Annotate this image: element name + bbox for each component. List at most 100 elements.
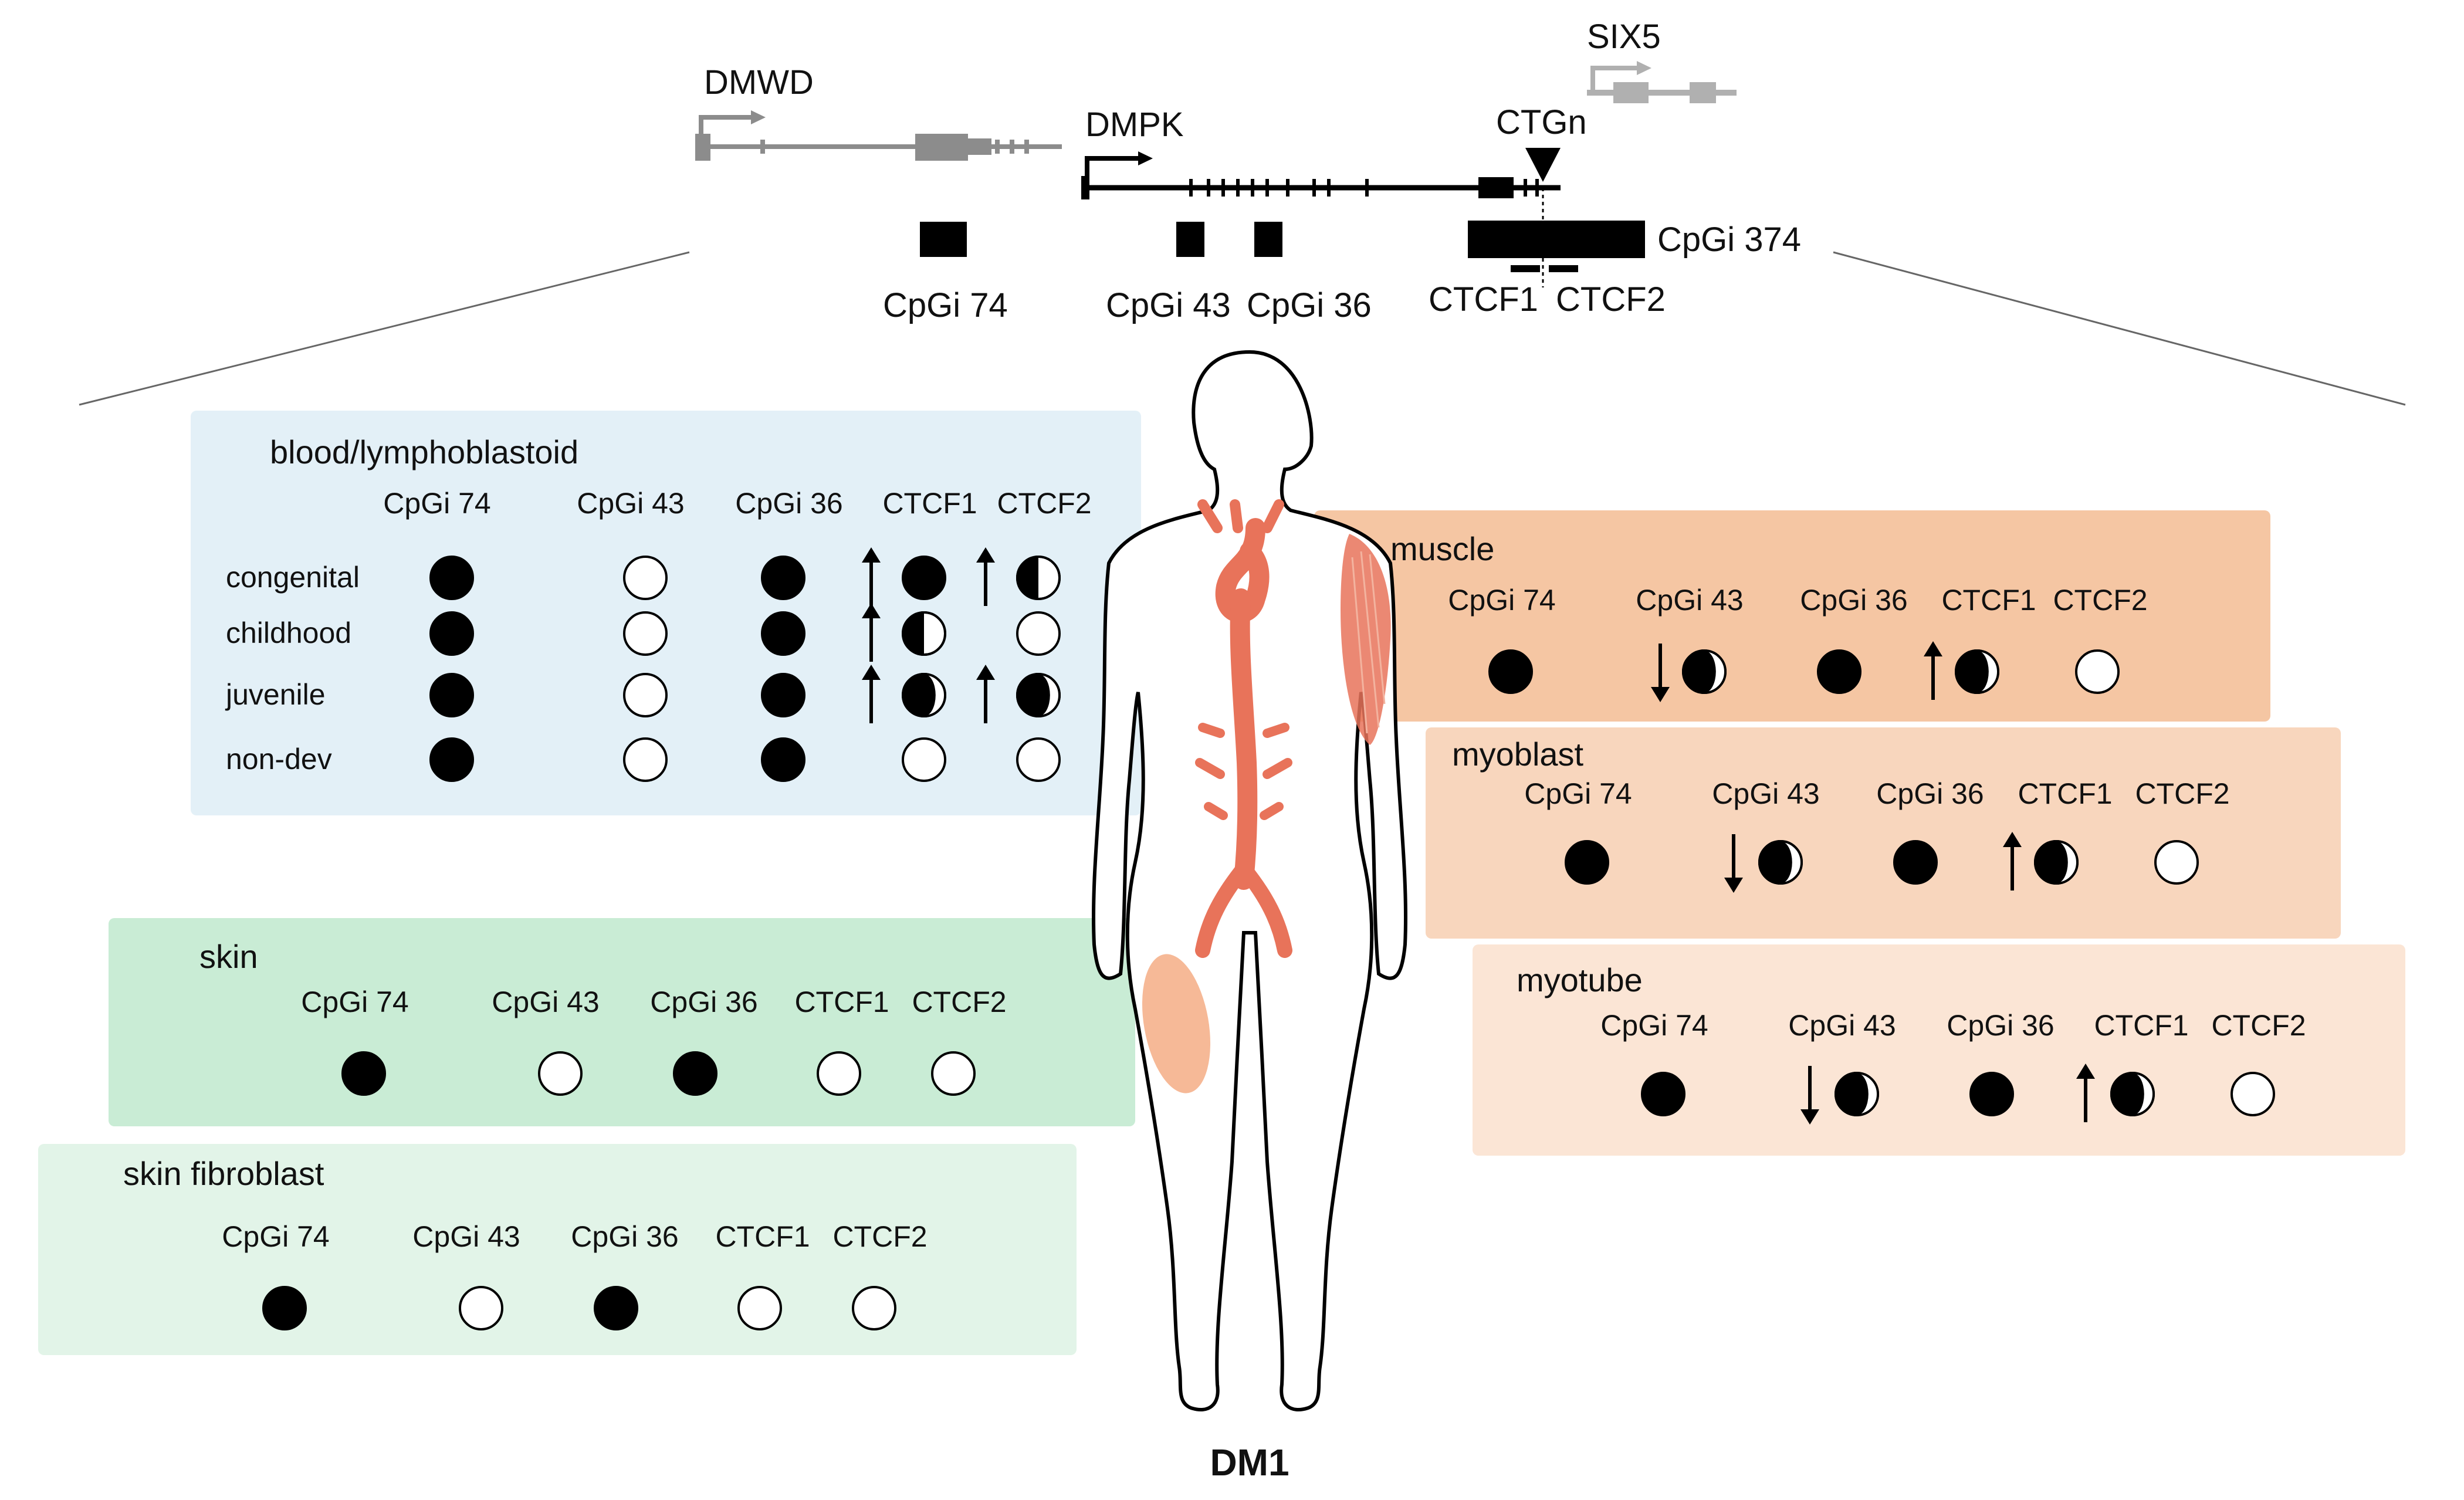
myoblast-arrow-up-icon [2003, 832, 2022, 890]
myotube-col-header: CpGi 36 [1947, 1009, 2054, 1042]
myoblast-col-header: CpGi 74 [1524, 777, 1632, 810]
myotube-methylation-marker [1969, 1072, 2014, 1116]
blood-methylation-marker [623, 737, 668, 782]
ctcf1-label: CTCF1 [1429, 280, 1538, 319]
skin-fibroblast-col-header: CTCF1 [715, 1220, 810, 1253]
myotube-methylation-marker [1835, 1072, 1879, 1116]
skin-col-header: CTCF1 [794, 986, 889, 1018]
blood-methylation-marker [902, 673, 946, 717]
muscle-panel-bg [1314, 510, 2270, 722]
skin-panel-bg [109, 918, 1135, 1126]
arch-branches [1197, 499, 1284, 533]
body-figure: DM1 [1092, 350, 1407, 1484]
myoblast-col-header: CpGi 43 [1712, 777, 1819, 810]
skin-methylation-marker [341, 1051, 386, 1096]
cpgi36-label: CpGi 36 [1247, 286, 1372, 324]
myoblast-methylation-marker [2154, 840, 2199, 885]
blood-methylation-marker [1016, 737, 1061, 782]
ctg-repeat-marker [1525, 148, 1561, 182]
dmpk-gene-model [1081, 151, 1561, 199]
muscle-arrow-up-icon [1924, 641, 1942, 700]
myoblast-panel-bg [1426, 727, 2341, 939]
muscle-methylation-marker [1682, 649, 1727, 694]
myotube-panel-bg [1473, 944, 2405, 1156]
myotube-methylation-marker [2110, 1072, 2155, 1116]
ctcf1-site [1511, 265, 1540, 272]
skin-fibroblast-methylation-marker [262, 1286, 307, 1330]
blood-methylation-marker [761, 611, 805, 656]
myoblast-methylation-marker [1758, 840, 1803, 885]
myoblast-methylation-marker [2034, 840, 2079, 885]
muscle-title: muscle [1390, 530, 1494, 567]
blood-col-header: CpGi 43 [577, 487, 684, 520]
blood-methylation-marker [623, 611, 668, 656]
blood-methylation-marker [902, 737, 946, 782]
cpgi374-label: CpGi 374 [1657, 221, 1801, 259]
blood-methylation-marker [623, 556, 668, 600]
skin-col-header: CTCF2 [912, 986, 1006, 1018]
skin-fibroblast-col-header: CpGi 43 [412, 1220, 520, 1253]
blood-methylation-marker [761, 556, 805, 600]
blood-arrow-up-icon [862, 665, 881, 723]
blood-col-header: CTCF1 [882, 487, 977, 520]
blood-title: blood/lymphoblastoid [270, 434, 578, 470]
dm1-label: DM1 [1210, 1441, 1289, 1484]
blood-methylation-marker [429, 673, 474, 717]
blood-arrow-up-icon [862, 603, 881, 662]
blood-row-label: congenital [226, 561, 360, 594]
myoblast-methylation-marker [1893, 840, 1938, 885]
skin-col-header: CpGi 74 [301, 986, 408, 1018]
myotube-col-header: CTCF1 [2094, 1009, 2188, 1042]
skin-fibroblast-methylation-marker [459, 1286, 503, 1330]
blood-row-label: childhood [226, 617, 351, 649]
skin-col-header: CpGi 36 [650, 986, 757, 1018]
muscle-methylation-marker [2075, 649, 2120, 694]
iliac-arteries [1195, 861, 1292, 958]
myotube-col-header: CpGi 43 [1788, 1009, 1896, 1042]
myoblast-methylation-marker [1565, 840, 1609, 885]
dmwd-label: DMWD [704, 63, 814, 101]
myotube-title: myotube [1517, 961, 1643, 998]
muscle-col-header: CpGi 43 [1636, 584, 1743, 617]
skin-fibroblast-title: skin fibroblast [123, 1155, 324, 1192]
blood-methylation-marker [429, 737, 474, 782]
skin-fibroblast-col-header: CpGi 36 [571, 1220, 678, 1253]
dmpk-label: DMPK [1085, 106, 1184, 144]
skin-patch [1142, 954, 1211, 1093]
blood-methylation-marker [761, 673, 805, 717]
skin-title: skin [199, 938, 258, 975]
muscle-col-header: CTCF1 [1941, 584, 2036, 617]
blood-col-header: CTCF2 [997, 487, 1091, 520]
six5-label: SIX5 [1587, 18, 1661, 56]
myoblast-title: myoblast [1452, 736, 1584, 773]
muscle-col-header: CpGi 74 [1448, 584, 1555, 617]
genomic-locus: DMWD SIX5 [79, 18, 2406, 406]
ctgn-label: CTGn [1496, 103, 1587, 141]
ctcf2-site [1549, 265, 1578, 272]
descending-aorta [1230, 588, 1258, 890]
blood-arrow-up-icon [862, 547, 881, 606]
dmwd-gene-model [695, 110, 1062, 161]
muscle-arrow-down-icon [1651, 644, 1670, 702]
blood-methylation-marker [902, 556, 946, 600]
cpgi74-label: CpGi 74 [883, 286, 1008, 324]
muscle-fibers [1351, 551, 1386, 734]
blood-methylation-marker [761, 737, 805, 782]
skin-fibroblast-col-header: CTCF2 [832, 1220, 927, 1253]
skin-methylation-marker [538, 1051, 583, 1096]
blood-methylation-marker [623, 673, 668, 717]
six5-gene-model [1587, 61, 1737, 103]
blood-col-header: CpGi 36 [735, 487, 842, 520]
blood-methylation-marker [1016, 556, 1061, 600]
myotube-col-header: CpGi 74 [1600, 1009, 1708, 1042]
skin-fibroblast-col-header: CpGi 74 [222, 1220, 329, 1253]
cpgi74-block [920, 222, 967, 257]
blood-methylation-marker [1016, 673, 1061, 717]
